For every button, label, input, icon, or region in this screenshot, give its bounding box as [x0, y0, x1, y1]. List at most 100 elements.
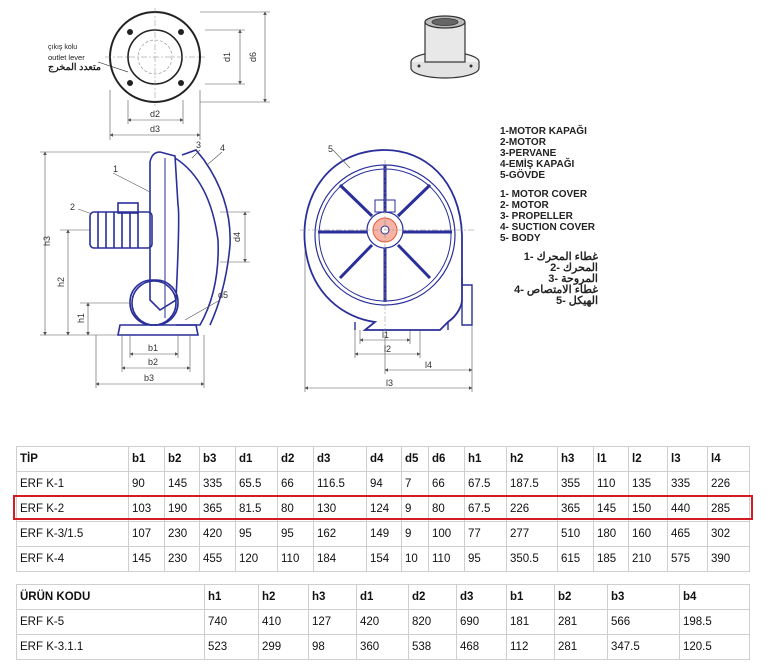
side-view [89, 149, 231, 336]
col-header: b3 [199, 446, 236, 472]
col-header: h3 [557, 446, 594, 472]
selected-row-highlight [13, 495, 753, 520]
col-header: l1 [593, 446, 629, 472]
dim-b3: b3 [144, 373, 154, 383]
cell: 135 [628, 471, 668, 497]
legend-english: 1- MOTOR COVER 2- MOTOR 3- PROPELLER 4- … [500, 189, 598, 244]
cell: 120.5 [679, 634, 750, 660]
cell: 226 [707, 471, 750, 497]
col-header: d3 [313, 446, 367, 472]
cell: 281 [554, 609, 608, 635]
cell: 77 [464, 521, 507, 547]
cell: 410 [258, 609, 309, 635]
cell: ERF K-5 [16, 609, 205, 635]
cell: 145 [164, 471, 200, 497]
outlet-label-tr: çıkış kolu [48, 44, 78, 51]
part-number-3: 3 [196, 140, 201, 150]
legend-tr-5: 5-GÖVDE [500, 170, 546, 181]
cell: 180 [593, 521, 629, 547]
dim-h2: h2 [56, 277, 66, 287]
cell: 116.5 [313, 471, 367, 497]
cell: 615 [557, 546, 594, 572]
cell: 455 [199, 546, 236, 572]
cell: 160 [628, 521, 668, 547]
cell: ERF K-2 [16, 496, 129, 522]
legend-ar-5: الهيكل -5 [555, 295, 598, 307]
cell: 230 [164, 521, 200, 547]
cell: 98 [308, 634, 357, 660]
col-header: b1 [128, 446, 165, 472]
cell: 90 [128, 471, 165, 497]
technical-drawing: d1 d6 d2 d3 [40, 8, 480, 392]
cell: 566 [607, 609, 680, 635]
part-number-1: 1 [113, 164, 118, 174]
cell: 198.5 [679, 609, 750, 635]
cell: 130 [313, 496, 367, 522]
legend-en-3: 3- PROPELLER [500, 211, 573, 222]
cell: 690 [456, 609, 507, 635]
table-row: ERF K-3/1.5 107 230 420 95 95 162 149 9 … [16, 521, 750, 547]
cell: 94 [366, 471, 402, 497]
cell: 66 [277, 471, 314, 497]
cell: ERF K-1 [16, 471, 129, 497]
cell: 277 [506, 521, 558, 547]
cell: 10 [401, 546, 429, 572]
legend-tr-4: 4-EMİŞ KAPAĞI [500, 159, 575, 170]
col-header: b2 [554, 584, 608, 610]
cell: 185 [593, 546, 629, 572]
table-row: ERF K-1 90 145 335 65.5 66 116.5 94 7 66… [16, 471, 750, 497]
cell: 67.5 [464, 471, 507, 497]
cell: 100 [428, 521, 465, 547]
cell: ERF K-3/1.5 [16, 521, 129, 547]
legend-en-1: 1- MOTOR COVER [500, 189, 588, 200]
cell: 210 [628, 546, 668, 572]
cell: 740 [204, 609, 259, 635]
dim-l3: l3 [386, 378, 393, 388]
col-header: d5 [401, 446, 429, 472]
cell: 65.5 [235, 471, 278, 497]
dim-l4: l4 [425, 360, 432, 370]
cell: 226 [506, 496, 558, 522]
dim-d3: d3 [150, 124, 160, 134]
dim-d4: d4 [232, 232, 242, 242]
cell: ERF K-4 [16, 546, 129, 572]
cell: 149 [366, 521, 402, 547]
col-header: b1 [506, 584, 555, 610]
cell: 66 [428, 471, 465, 497]
outlet-lever-label: çıkış kolu outlet lever متعدد المخرج [48, 43, 101, 73]
cell: 95 [464, 546, 507, 572]
legend-ar-3: المروحة -3 [548, 273, 598, 285]
cell: 107 [128, 521, 165, 547]
cell: 124 [366, 496, 402, 522]
cell: 103 [128, 496, 165, 522]
dim-d1: d1 [222, 52, 232, 62]
table-row: ERF K-5 740 410 127 420 820 690 181 281 … [16, 609, 750, 635]
col-header: h1 [204, 584, 259, 610]
cell: 335 [667, 471, 708, 497]
part-number-5: 5 [328, 144, 333, 154]
dim-d2: d2 [150, 109, 160, 119]
col-header: h3 [308, 584, 357, 610]
col-header: TİP [16, 446, 129, 472]
col-header: l3 [667, 446, 708, 472]
cell: 355 [557, 471, 594, 497]
col-header: l2 [628, 446, 668, 472]
cell: 230 [164, 546, 200, 572]
cell: 302 [707, 521, 750, 547]
cell: 110 [428, 546, 465, 572]
cell: 95 [235, 521, 278, 547]
part-number-4: 4 [220, 143, 225, 153]
cell: 7 [401, 471, 429, 497]
dim-b2: b2 [148, 357, 158, 367]
cell: 523 [204, 634, 259, 660]
cell: 181 [506, 609, 555, 635]
legend-tr-1: 1-MOTOR KAPAĞI [500, 126, 587, 137]
flange-3d-icon [410, 15, 480, 79]
cell: 127 [308, 609, 357, 635]
cell: 510 [557, 521, 594, 547]
outlet-label-en: outlet lever [48, 53, 85, 62]
cell: 145 [593, 496, 629, 522]
legend-en-2: 2- MOTOR [500, 200, 549, 211]
col-header: d3 [456, 584, 507, 610]
legend-turkish: 1-MOTOR KAPAĞI 2-MOTOR 3-PERVANE 4-EMİŞ … [500, 126, 598, 181]
